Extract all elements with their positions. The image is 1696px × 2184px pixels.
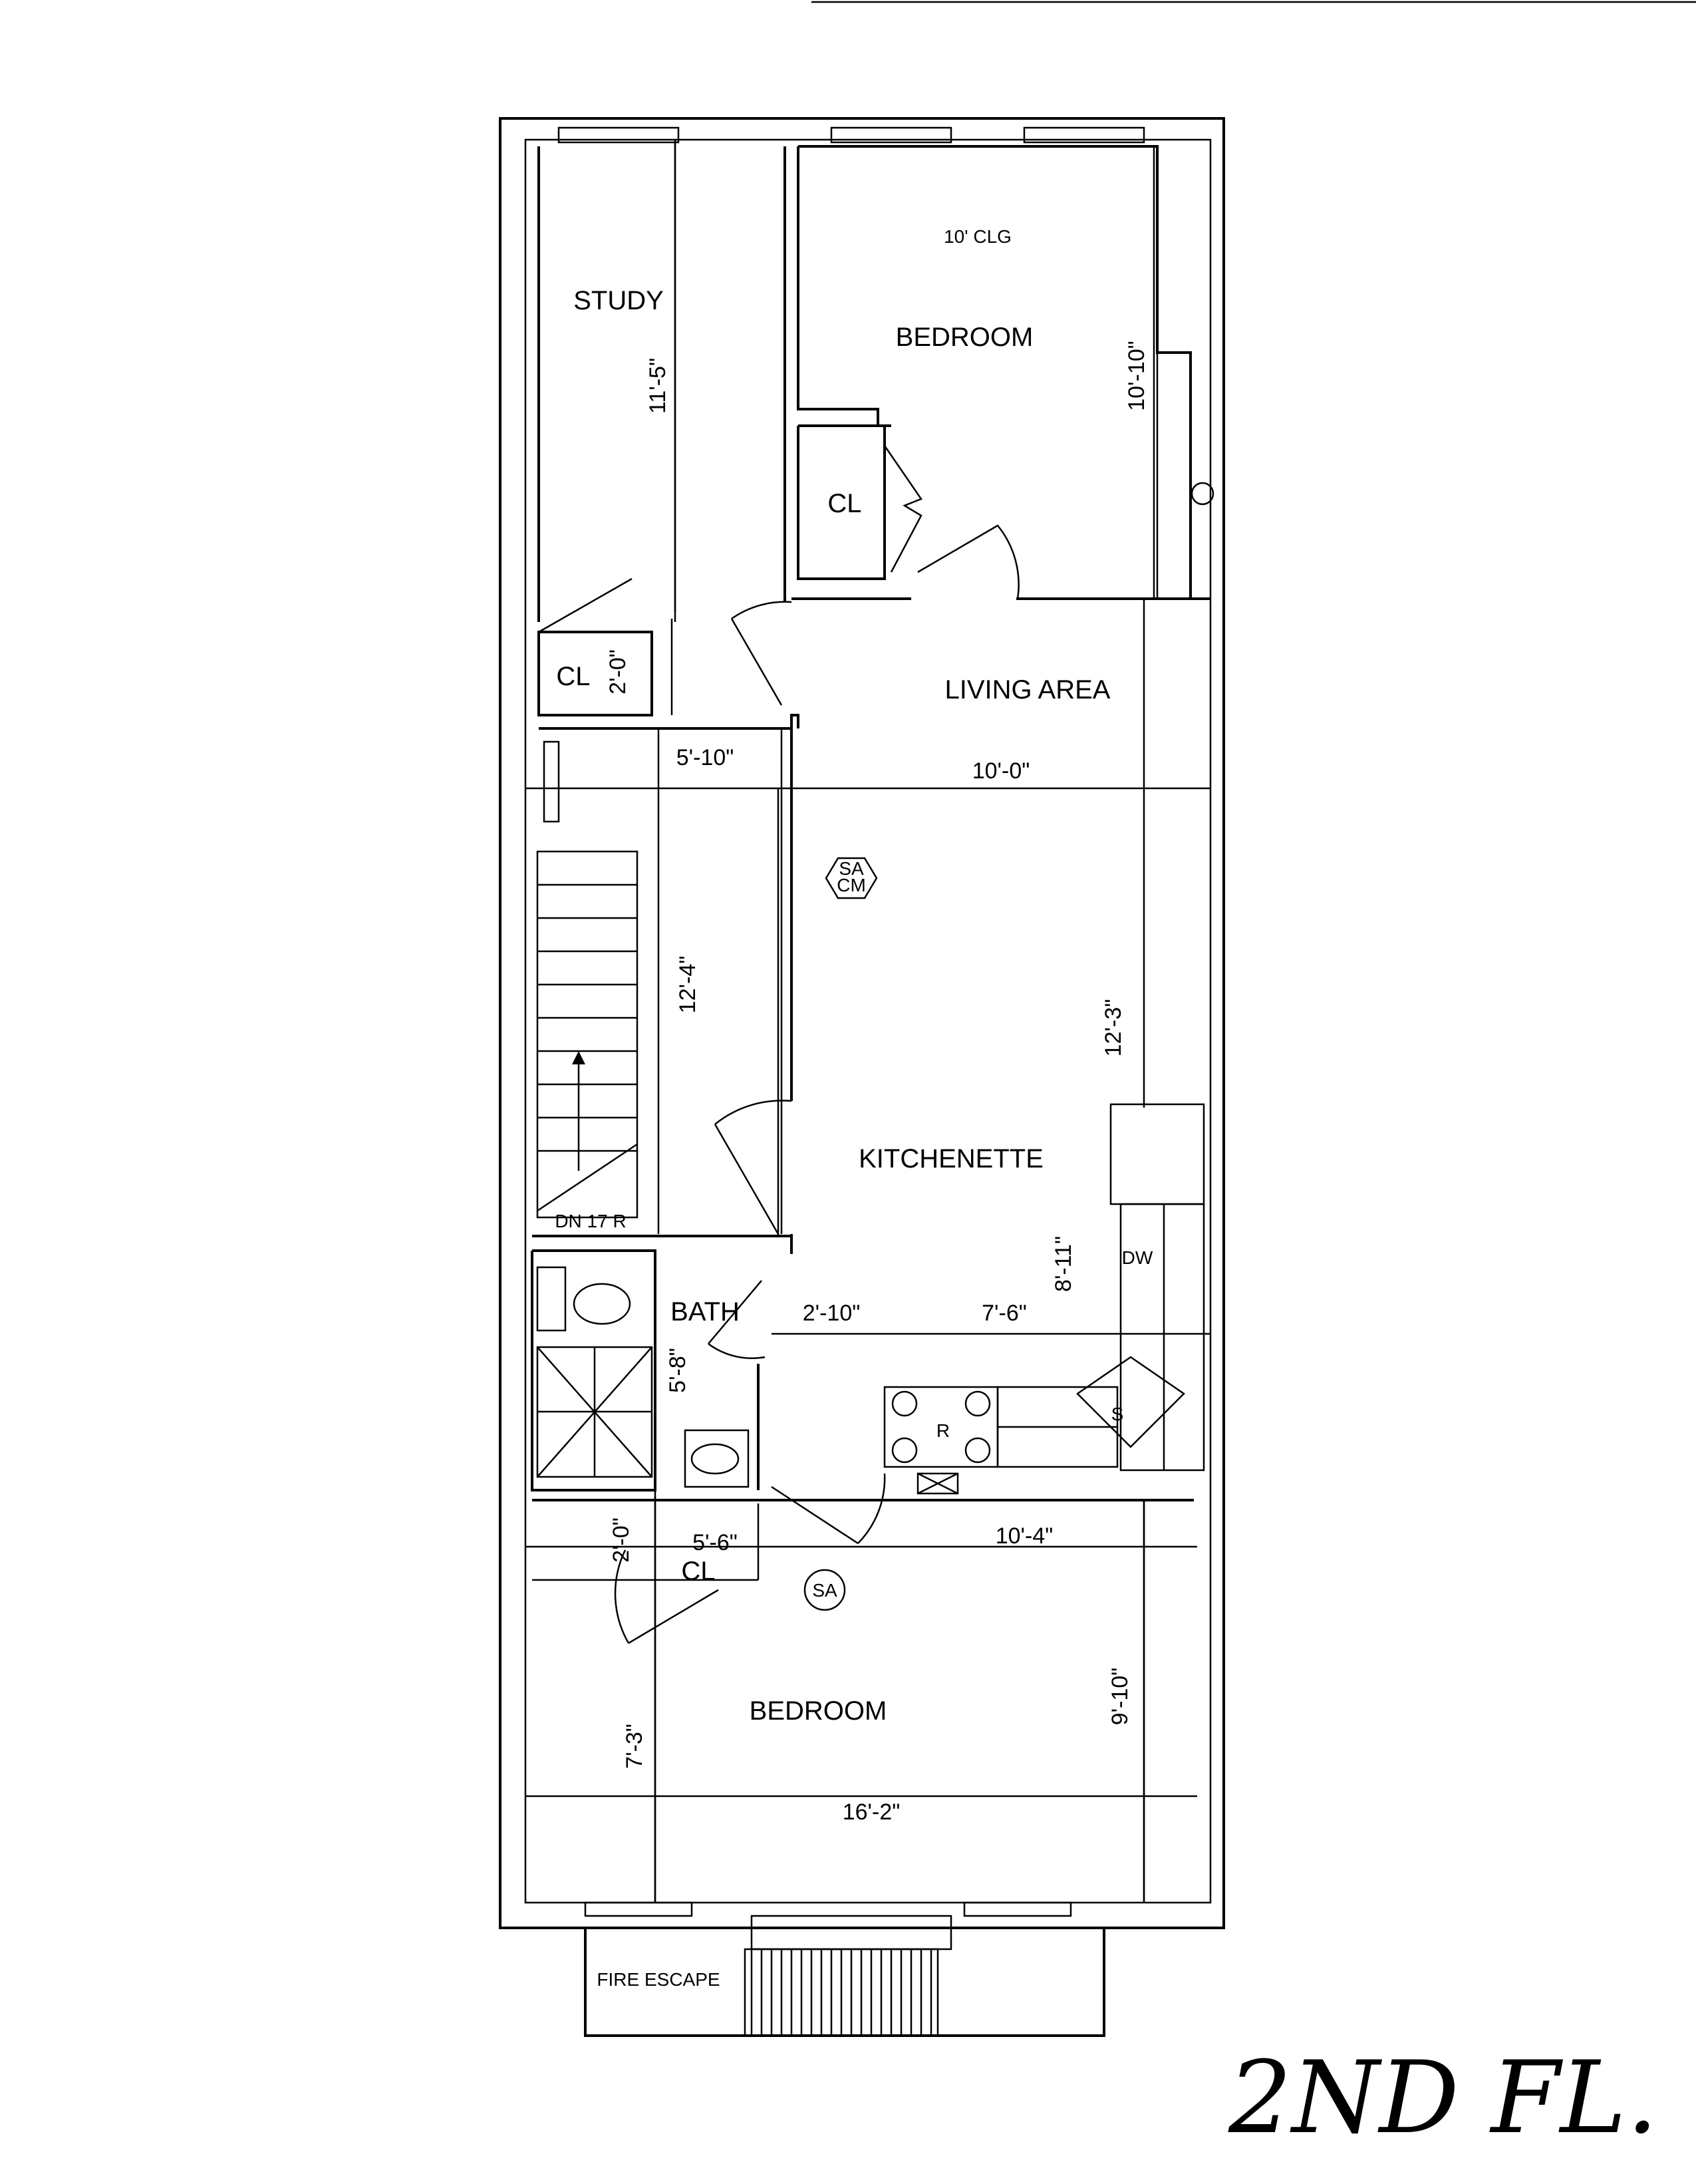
study-label: STUDY [573,286,664,315]
living-area-label: LIVING AREA [945,675,1111,704]
smoke-alarm-label: SA [812,1580,837,1601]
kitchen-door [714,1100,792,1235]
dim-kitchen-width: 7'-6" [982,1301,1027,1326]
front-bedroom-label: BEDROOM [896,323,1034,352]
dim-rear-bedroom-full: 16'-2" [843,1799,901,1825]
dim-hall-length: 12'-4" [675,956,700,1014]
dimension-lines [525,140,1210,1903]
dim-rear-bedroom-side: 7'-3" [622,1724,647,1769]
study-closet [537,619,673,716]
stair-arrow-head [572,1051,585,1064]
smoke-co-detector: SA CM [825,857,878,899]
rear-windows [584,1901,1072,1950]
living-door [730,601,792,706]
fire-escape [584,1929,1105,2037]
dim-rear-bedroom-length: 9'-10" [1107,1668,1133,1726]
dim-kitchen-sub: 8'-11" [1051,1236,1076,1292]
bath-room [531,1249,766,1491]
hall-stair [532,714,799,1254]
smoke-alarm: SA [803,1569,846,1611]
exterior-walls [499,117,1225,1929]
sink-label: S [1111,1404,1124,1424]
front-windows [557,126,1145,144]
dim-front-bedroom-length: 10'-10" [1124,341,1149,411]
sink-cabinet [1076,1356,1185,1448]
dim-kitchen-length: 12'-3" [1101,999,1126,1057]
dim-study-length: 11'-5" [645,358,670,414]
bedroom-closet [797,424,922,580]
dim-living-width: 10'-0" [972,758,1030,784]
study-closet-label: CL [556,662,590,691]
smoke-co-label-1: SA [839,858,864,879]
dim-bath-length: 5'-8" [665,1348,690,1393]
dim-rear-closet-length: 5'-6" [692,1530,738,1555]
dim-bath-door: 2'-10" [803,1301,861,1326]
dishwasher-label: DW [1122,1247,1153,1268]
bath-door [708,1280,766,1359]
dim-rear-bedroom-width: 10'-4" [996,1523,1054,1549]
range-label: R [936,1420,950,1441]
kitchen-counters [883,1103,1205,1495]
rear-bedroom-door [771,1473,886,1545]
kitchenette-label: KITCHENETTE [859,1144,1044,1173]
ceiling-note: 10' CLG [944,226,1012,247]
bath-label: BATH [670,1297,740,1326]
dim-study-closet-width: 2'-0" [605,649,631,695]
toilet-tank [536,1266,567,1332]
dim-rear-closet-width: 2'-0" [609,1517,634,1563]
rear-closet-door [614,1549,719,1644]
bedroom-door [917,524,1020,599]
bath-sink [684,1429,750,1488]
rear-bedroom-label: BEDROOM [750,1696,887,1726]
floor-title: 2ND FL. [1228,2040,1658,2156]
rear-closet-label: CL [681,1557,715,1586]
study-closet-door [538,577,633,633]
dim-hall-width: 5'-10" [676,745,734,770]
toilet-bowl [573,1283,631,1325]
bedroom-closet-label: CL [827,489,861,518]
stair-note: DN 17 R [555,1211,626,1231]
smoke-co-label-2: CM [837,875,866,895]
fire-escape-label: FIRE ESCAPE [597,1969,720,1990]
vent-circle [1191,482,1214,506]
